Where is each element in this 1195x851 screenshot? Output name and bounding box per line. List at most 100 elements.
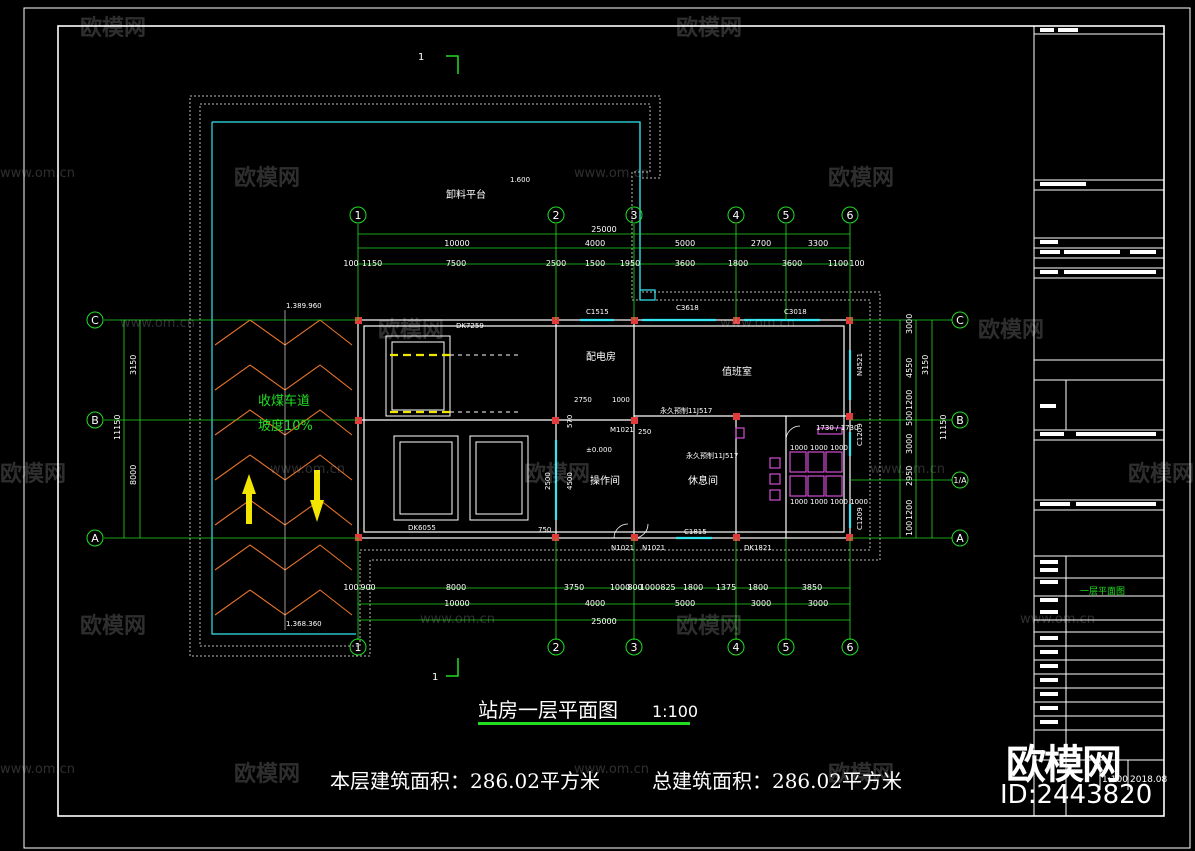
axis-labels: 1 2 3 4 5 6 1 2 3 4 5 6 C B A C B 1/A A	[91, 209, 967, 654]
dim-bot-r1-7: 825	[660, 583, 675, 592]
dims-side: 3150 11150 8000 3000 4550 1200 500 3000 …	[113, 314, 948, 536]
dim-right-3: 500	[905, 411, 914, 426]
dim-1000: 1000	[612, 396, 630, 404]
section-mark-bottom: 1	[432, 658, 459, 683]
axis-lines	[104, 224, 952, 640]
dim-top-r2-2: 7500	[446, 259, 466, 268]
conveyor-extension	[450, 354, 520, 413]
dim-bot-r1-0: 100	[343, 583, 358, 592]
section-mark-top: 1	[418, 52, 459, 74]
toilet-fixtures	[735, 427, 843, 501]
dim-top-r2-6: 3600	[675, 259, 695, 268]
dim-top-r1-3: 2700	[751, 239, 771, 248]
dim-bot-r1-8: 1800	[683, 583, 703, 592]
dim-top-r1-1: 4000	[585, 239, 605, 248]
title-block-drawing-name: 一层平面图	[1080, 586, 1125, 597]
dim-left-0: 3150	[129, 355, 138, 375]
dim-bot-r2-0: 10000	[444, 599, 469, 608]
ramp-chevrons	[214, 310, 353, 630]
watermark: 欧模网	[378, 318, 445, 343]
watermark: 欧模网	[828, 762, 895, 787]
door-n1021-a: N1021	[611, 544, 634, 552]
axis-right-a: A	[956, 532, 964, 545]
door-dk1821: DK1821	[744, 544, 772, 552]
dim-top-r2-3: 2500	[546, 259, 566, 268]
dim-750: 750	[538, 526, 551, 534]
dim-right-8: 11150	[939, 415, 948, 440]
dim-bot-r2-3: 3000	[751, 599, 771, 608]
dim-2500: 2500	[544, 472, 552, 490]
ramp-edge	[211, 122, 356, 635]
outer-frame	[23, 7, 1191, 849]
dim-bot-r2-4: 3000	[808, 599, 828, 608]
room-duty: 值班室	[722, 365, 752, 378]
windows	[554, 318, 852, 540]
axis-left-b: B	[91, 414, 99, 427]
equipment	[385, 335, 529, 521]
dims-bottom: 100 900 8000 3750 1000 800 1000 825 1800…	[343, 583, 828, 626]
dim-right-6: 1200	[905, 500, 914, 520]
misc-labels: 1.600 1.389.960 1.368.360 ±0.000 DK7259 …	[286, 176, 868, 628]
watermark-url: www.om.cn	[420, 612, 495, 627]
axis-bottom-4: 4	[733, 641, 740, 654]
watermark-url: www.om.cn	[870, 462, 945, 477]
watermark: 欧模网	[234, 166, 301, 191]
room-note-2: 永久预制11J517	[686, 451, 738, 460]
dim-right-0: 3000	[905, 314, 914, 334]
ramp-label: 收煤车道	[258, 393, 310, 409]
watermark-url: www.om.cn	[0, 166, 75, 181]
drawing-scale: 1:100	[652, 702, 699, 721]
dim-top-r2-5: 1950	[620, 259, 640, 268]
window-c1209-b: C1209	[856, 507, 864, 530]
window-c1209-a: C1209	[856, 423, 864, 446]
dim-top-r1-4: 3300	[808, 239, 828, 248]
dim-right-5: 2950	[905, 466, 914, 486]
area-summary: 本层建筑面积：286.02平方米总建筑面积：286.02平方米	[330, 765, 954, 794]
ramp-arrow-up-icon	[242, 474, 256, 524]
dim-left-2: 8000	[129, 465, 138, 485]
dim-right-7: 100	[905, 521, 914, 536]
section-mark-bottom-label: 1	[432, 672, 438, 683]
room-labels: 卸料平台 配电房 值班室 操作间 休息间	[446, 188, 752, 487]
dim-bot-r1-10: 1800	[748, 583, 768, 592]
dim-bot-r1-9: 1375	[716, 583, 736, 592]
watermark: 欧模网	[234, 762, 301, 787]
total-area: 总建筑面积：286.02平方米	[651, 769, 902, 793]
dim-top-r1-2: 5000	[675, 239, 695, 248]
drawing-title-text: 站房一层平面图	[478, 698, 618, 722]
watermark: 欧模网	[80, 614, 147, 639]
axis-top-4: 4	[733, 209, 740, 222]
dim-2750: 2750	[574, 396, 592, 404]
drawing-title: 站房一层平面图 1:100	[478, 694, 698, 723]
dim-top-r2-10: 100	[849, 259, 864, 268]
room-platform: 卸料平台	[446, 188, 486, 201]
toilet-dims-a: 1000 1000 1000	[790, 444, 848, 452]
dim-4500: 4500	[566, 472, 574, 490]
watermark: 欧模网	[676, 614, 743, 639]
elev-ramp-bottom: 1.368.360	[286, 620, 322, 628]
watermark: 欧模网	[828, 166, 895, 191]
axis-top-2: 2	[553, 209, 560, 222]
dim-top-r2-7: 1800	[728, 259, 748, 268]
platform-edge	[212, 121, 656, 301]
dim-top-r2-8: 3600	[782, 259, 802, 268]
axis-bottom-2: 2	[553, 641, 560, 654]
dim-right-1: 4550	[905, 358, 914, 378]
title-block	[1033, 26, 1164, 816]
axis-left-a: A	[91, 532, 99, 545]
toilet-dims-b: 1000 1000 1000 1000	[790, 498, 868, 506]
elev-inner: ±0.000	[586, 446, 612, 454]
window-c3618: C3618	[676, 304, 699, 312]
dim-bot-r1-2: 8000	[446, 583, 466, 592]
watermark-url: www.om.cn	[270, 462, 345, 477]
dim-bot-r1-5: 800	[627, 583, 642, 592]
title-block-marks	[1040, 28, 1156, 724]
watermark-url: www.om.cn	[720, 316, 795, 331]
dim-bot-r1-11: 3850	[802, 583, 822, 592]
title-block-date: 2018.08	[1130, 775, 1167, 785]
watermark: 欧模网	[676, 16, 743, 41]
axis-right-b: B	[956, 414, 964, 427]
dim-bot-total: 25000	[591, 617, 616, 626]
section-mark-top-label: 1	[418, 52, 424, 63]
